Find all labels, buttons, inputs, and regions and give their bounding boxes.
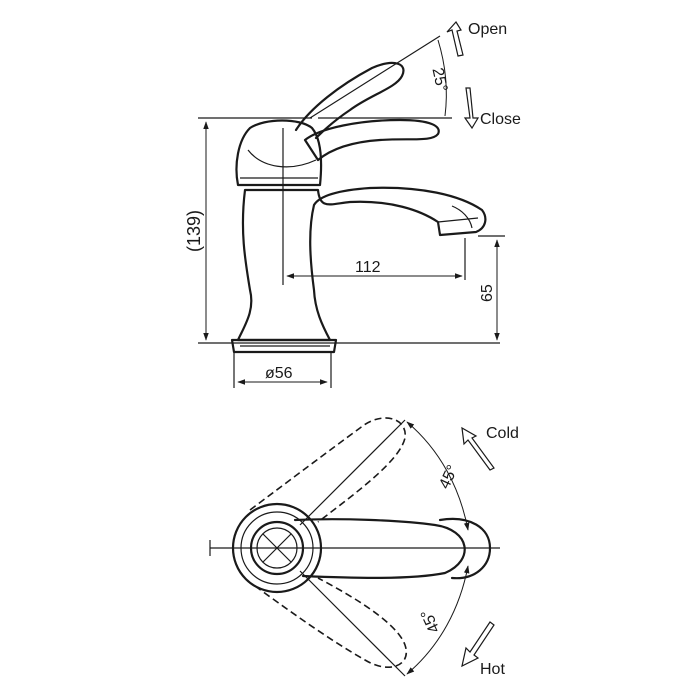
hot-angle-label: 45° [418,606,444,635]
hot-label: Hot [480,661,505,678]
faucet-base [230,338,338,354]
open-arrow [446,21,464,57]
cold-label: Cold [486,425,519,442]
cold-arrow [461,426,495,471]
faucet-body-outline [236,186,487,342]
cold-angle-label: 45° [436,463,462,492]
lever-top-center [293,518,466,579]
height-label: (139) [184,210,204,252]
aerator-line [437,217,479,223]
side-view: Open Close 25° (139) 112 65 ø56 [184,21,521,388]
lever-closed [303,118,440,162]
close-label: Close [480,111,521,128]
top-view: 45° 45° Cold Hot [209,417,519,678]
lever-open [294,61,405,140]
base-diameter-label: ø56 [265,365,293,382]
cartridge-cap [235,119,323,187]
hot-arrow [461,621,495,668]
open-label: Open [468,21,507,38]
lever-cold-dashed [249,417,406,523]
cap-band [238,177,320,186]
angle-line-open [309,35,441,119]
angle-arc-25 [437,39,447,117]
spout-reach-label: 112 [355,259,381,276]
cold-angle-line [299,419,406,526]
spout-height-label: 65 [479,284,496,302]
spout-tip-detail [451,205,473,229]
lever-hot-dashed [254,577,408,669]
close-arrow [463,87,480,130]
cap-detail [247,149,317,168]
hot-angle-line [299,570,406,677]
cold-angle-arc [406,421,470,531]
hot-angle-arc [406,565,470,675]
lever-angle-label: 25° [429,66,451,93]
